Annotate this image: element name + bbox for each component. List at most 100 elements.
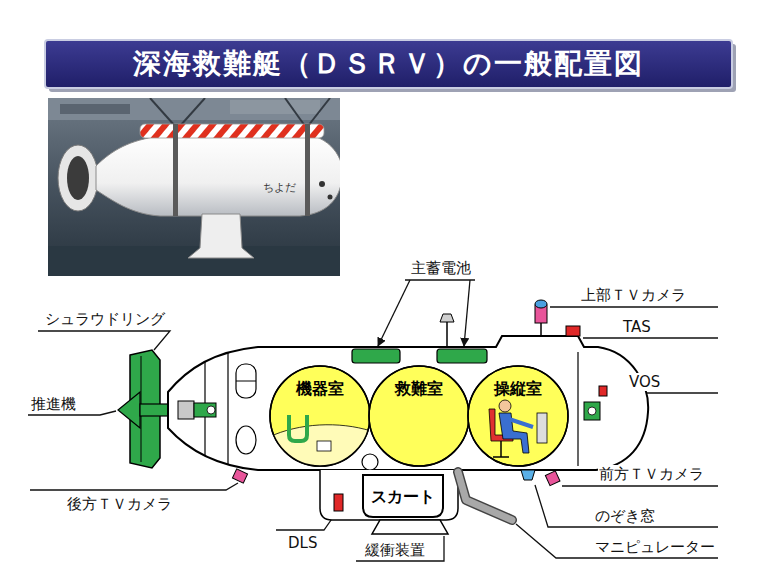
leader-lines bbox=[583, 337, 718, 338]
title-banner bbox=[45, 40, 736, 92]
compartment-sphere-outline bbox=[270, 366, 370, 466]
compartment-sphere-outline bbox=[493, 456, 509, 458]
part-label: マニピュレーター bbox=[594, 538, 716, 556]
node-text-holder: スカート bbox=[362, 487, 444, 506]
label-holder: ちよだ bbox=[262, 176, 297, 195]
submarine-hull bbox=[236, 426, 256, 454]
photo bbox=[60, 104, 130, 114]
compartment-sphere: 救難室 bbox=[368, 365, 470, 467]
label-holder: のぞき窓 bbox=[594, 506, 656, 525]
leader-lines bbox=[28, 280, 718, 561]
compartment-sphere-outline bbox=[369, 366, 469, 466]
skirt-box-outline bbox=[363, 475, 443, 517]
photo bbox=[48, 98, 340, 276]
leader-lines bbox=[550, 306, 718, 307]
photo bbox=[308, 98, 330, 126]
compartment-sphere-outline bbox=[369, 366, 469, 466]
label-holder: マニピュレーター bbox=[594, 537, 716, 556]
submarine-hull bbox=[599, 386, 607, 396]
leader-lines bbox=[30, 483, 238, 490]
submarine-hull bbox=[458, 472, 512, 520]
photo bbox=[328, 195, 333, 200]
submarine-hull bbox=[545, 471, 560, 486]
compartment-sphere-outline bbox=[468, 366, 568, 466]
label-holder: TAS bbox=[622, 317, 652, 336]
submarine-hull bbox=[118, 300, 648, 534]
compartment-sphere-outline bbox=[270, 366, 370, 466]
submarine-hull bbox=[178, 401, 194, 419]
compartment-sphere-outline bbox=[269, 415, 371, 467]
photo bbox=[305, 124, 310, 216]
compartment-sphere-outline bbox=[489, 400, 547, 457]
photo bbox=[96, 134, 340, 216]
submarine-hull bbox=[118, 392, 140, 428]
leader-lines bbox=[38, 331, 170, 350]
submarine-hull bbox=[521, 470, 535, 480]
title-holder: 深海救難艇（ＤＳＲＶ）の一般配置図 bbox=[45, 40, 732, 88]
node-text-holder: 救難室 bbox=[368, 379, 470, 398]
submarine-hull bbox=[207, 406, 215, 414]
compartment-name: 操縦室 bbox=[494, 379, 542, 398]
submarine-hull bbox=[458, 472, 512, 520]
leader-lines bbox=[464, 280, 470, 346]
part-label: 主蓄電池 bbox=[410, 259, 472, 277]
label-holder: 前方ＴＶカメラ bbox=[598, 464, 705, 483]
submarine-hull bbox=[437, 349, 487, 363]
label-holder: DLS bbox=[287, 533, 318, 552]
submarine-hull bbox=[362, 454, 378, 470]
photo bbox=[180, 98, 205, 126]
photo bbox=[319, 181, 325, 187]
photo bbox=[230, 100, 320, 114]
submarine-hull bbox=[168, 336, 648, 470]
submarine-hull bbox=[236, 381, 256, 382]
label-holder: 主蓄電池 bbox=[410, 258, 472, 277]
leader-lines bbox=[405, 279, 475, 280]
node-text-holder: 機器室 bbox=[269, 379, 371, 398]
compartment-sphere: 機器室 bbox=[269, 365, 371, 467]
compartment-sphere-outline bbox=[317, 441, 331, 451]
compartment-name: スカート bbox=[371, 487, 435, 506]
part-label: 緩衝装置 bbox=[364, 541, 426, 559]
label-holder: シュラウドリング bbox=[44, 309, 166, 328]
leader-lines bbox=[378, 280, 410, 346]
part-label: TAS bbox=[622, 318, 652, 336]
label-holder: 推進機 bbox=[30, 394, 77, 413]
part-label: DLS bbox=[287, 534, 318, 552]
submarine-hull bbox=[334, 494, 343, 511]
part-label: 上部ＴＶカメラ bbox=[580, 286, 687, 304]
submarine-hull bbox=[194, 403, 216, 417]
leader-lines bbox=[356, 536, 444, 561]
part-label: VOS bbox=[628, 373, 661, 391]
submarine-hull bbox=[566, 326, 580, 336]
compartment-sphere-outline bbox=[500, 441, 502, 457]
photo bbox=[140, 124, 324, 138]
submarine-hull bbox=[236, 364, 256, 398]
submarine-hull bbox=[535, 300, 547, 308]
submarine-hull bbox=[232, 469, 247, 483]
compartment-sphere-outline bbox=[509, 419, 533, 427]
label-holder: 上部ＴＶカメラ bbox=[580, 285, 687, 304]
submarine-hull bbox=[577, 352, 578, 466]
compartment-sphere-outline bbox=[468, 366, 568, 466]
submarine-hull bbox=[320, 470, 458, 520]
photo bbox=[58, 145, 98, 211]
compartment-name: 救難室 bbox=[395, 379, 443, 398]
part-label: 後方ＴＶカメラ bbox=[66, 495, 173, 513]
leader-lines bbox=[535, 485, 718, 527]
leader-lines bbox=[562, 485, 718, 486]
photo bbox=[67, 156, 89, 200]
compartment-sphere-outline bbox=[537, 413, 547, 443]
submarine-hull bbox=[227, 353, 228, 464]
leader-lines bbox=[516, 524, 718, 558]
label-holder: VOS bbox=[628, 372, 661, 391]
part-label: のぞき窓 bbox=[594, 507, 656, 525]
submarine-hull bbox=[352, 349, 400, 363]
node-text-holder: 操縦室 bbox=[467, 379, 569, 398]
part-label: 前方ＴＶカメラ bbox=[598, 465, 705, 483]
part-label: 推進機 bbox=[30, 395, 77, 413]
label-holder: 緩衝装置 bbox=[364, 540, 426, 559]
photo bbox=[188, 214, 254, 258]
submarine-hull bbox=[440, 314, 454, 322]
compartment-sphere-outline bbox=[269, 425, 371, 467]
